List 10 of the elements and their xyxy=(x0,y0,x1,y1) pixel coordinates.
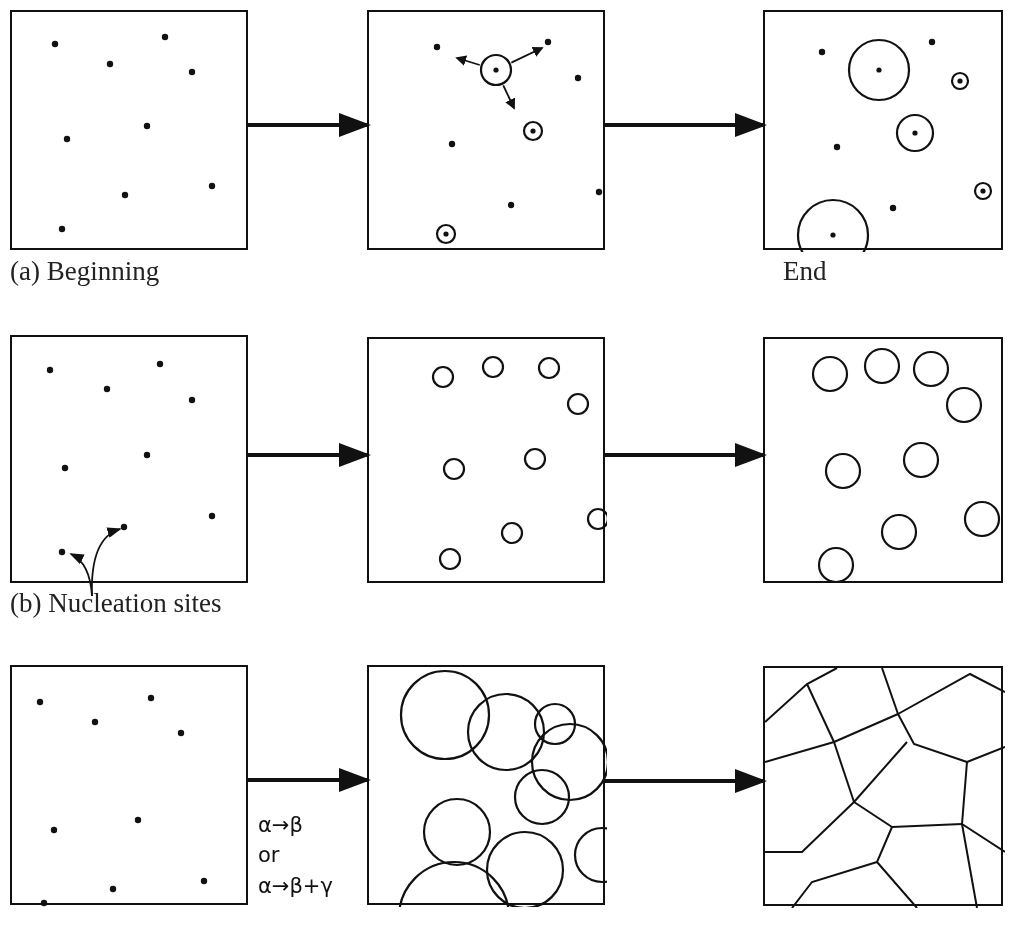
arrow xyxy=(605,443,767,467)
arrow xyxy=(605,113,767,137)
arrow xyxy=(248,768,371,792)
arrow xyxy=(248,443,371,467)
node-label: End xyxy=(783,256,827,287)
node-label: (a) Beginning xyxy=(10,256,160,287)
arrow xyxy=(605,769,767,793)
leader-line xyxy=(91,528,122,597)
caption-label: (b) Nucleation sites xyxy=(10,588,222,619)
arrow xyxy=(248,113,371,137)
